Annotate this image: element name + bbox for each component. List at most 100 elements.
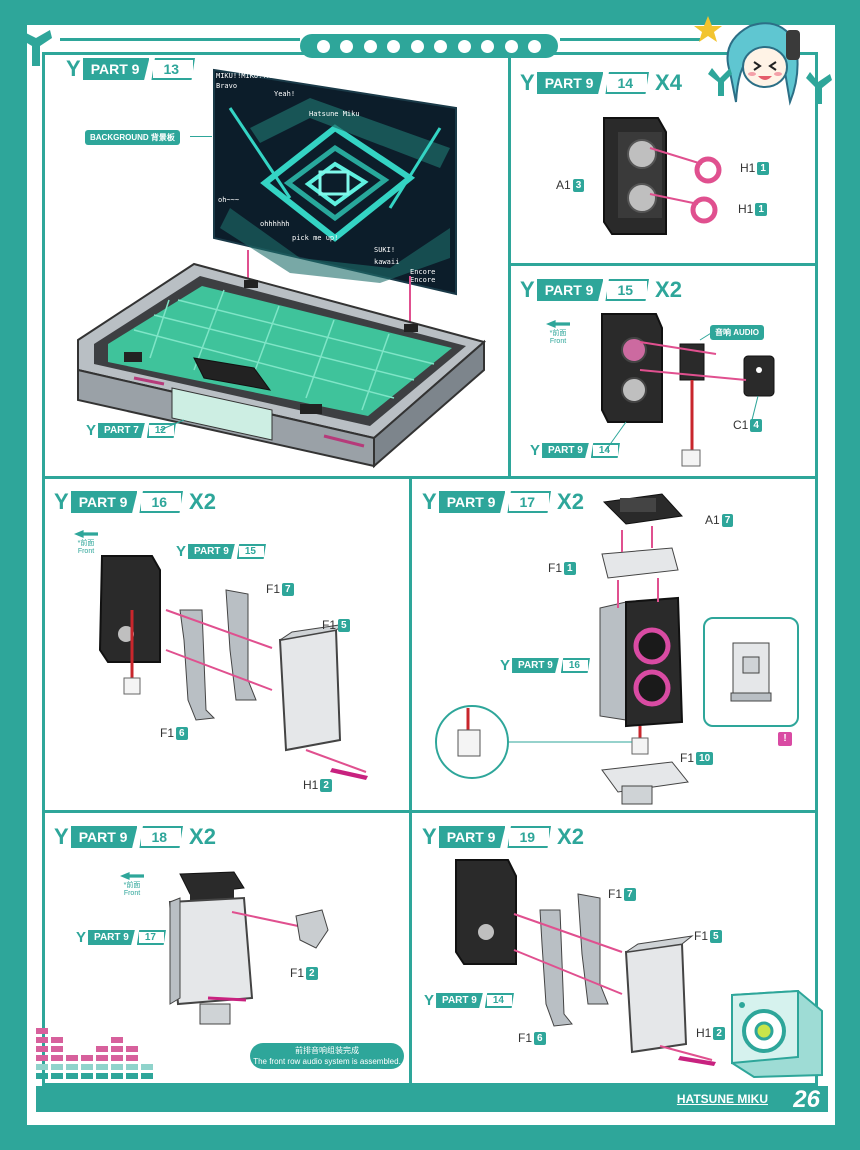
- ref-step-number: 12: [146, 423, 176, 438]
- board-text-layer: MIKU!!MIKU!!MIKU!! Bravo Yeah! Hatsune M…: [214, 70, 454, 284]
- audio-tag: 音响 AUDIO: [710, 325, 764, 340]
- y-logo-icon: Y: [424, 992, 435, 1009]
- part-count: 1: [755, 202, 767, 216]
- step-header-17: Y PART 9 17 X2: [422, 489, 584, 515]
- completion-banner: 前排音响组装完成 The front row audio system is a…: [250, 1043, 404, 1069]
- part-label: PART 9: [82, 58, 150, 80]
- equalizer-row: [36, 1046, 153, 1052]
- board-text: Hatsune Miku: [309, 110, 360, 118]
- equalizer-decoration: [36, 1028, 153, 1034]
- quantity-multiplier: X2: [557, 489, 584, 514]
- board-text: Bravo: [216, 82, 238, 90]
- speaker-box-15-illustration: [601, 313, 775, 467]
- completion-cn: 前排音响组装完成: [295, 1046, 359, 1055]
- step-number: 14: [605, 72, 650, 94]
- part-code: F1: [290, 966, 305, 980]
- ref-part9-16: Y PART 9 16: [500, 658, 590, 673]
- part-count: 3: [572, 178, 585, 192]
- part-code: F1: [694, 929, 709, 943]
- part-label: PART 9: [438, 491, 506, 513]
- board-text: pick me up!: [292, 234, 339, 242]
- y-logo-icon: Y: [54, 824, 69, 849]
- y-logo-icon: Y: [422, 489, 437, 514]
- ref-part-label: PART 7: [98, 423, 145, 438]
- divider-vertical-top: [508, 55, 511, 477]
- part-count: 1: [757, 161, 769, 175]
- step-number: 17: [507, 491, 552, 513]
- warning-icon: !: [778, 732, 792, 746]
- part-count: 10: [696, 751, 714, 765]
- ref-part-label: PART 9: [188, 544, 235, 559]
- board-text: kawaii: [374, 258, 400, 266]
- ref-part-label: PART 9: [88, 930, 135, 945]
- stage-base-illustration: [77, 250, 487, 469]
- step-header-15: Y PART 9 15 X2: [520, 277, 682, 303]
- top-deco-line-right: [560, 38, 700, 41]
- front-arrow-icon: [120, 872, 144, 880]
- ref-step-number: 14: [590, 443, 620, 458]
- speaker-box-14-illustration: [603, 117, 722, 235]
- part-label: PART 9: [70, 491, 138, 513]
- part-code: A1: [556, 178, 571, 192]
- front-cn: *前面: [77, 540, 95, 547]
- ref-part9-14: Y PART 9 14: [530, 443, 620, 458]
- part-count: 6: [176, 726, 188, 740]
- ref-part-label: PART 9: [542, 443, 589, 458]
- part-code: F1: [518, 1031, 533, 1045]
- detail-box: [703, 617, 799, 727]
- front-cn: *前面: [549, 330, 567, 337]
- y-logo-icon: Y: [176, 543, 187, 560]
- part-code: H1: [303, 778, 319, 792]
- ref-part-label: PART 9: [512, 658, 559, 673]
- front-indicator: *前面 Front: [120, 872, 144, 897]
- front-indicator: *前面 Front: [74, 530, 98, 555]
- part-label: PART 9: [536, 72, 604, 94]
- part-code: F1: [608, 887, 623, 901]
- part-count: 7: [721, 513, 734, 527]
- divider-h-2: [42, 810, 818, 813]
- ref-part9-15: Y PART 9 15: [176, 544, 266, 559]
- top-dots-decoration: [300, 34, 558, 58]
- quantity-multiplier: X2: [557, 824, 584, 849]
- part-code: H1: [740, 161, 756, 175]
- y-logo-icon: Y: [54, 489, 69, 514]
- ref-part7-12: Y PART 7 12: [86, 423, 176, 438]
- step-number: 13: [151, 58, 196, 80]
- divider-h-right-1: [508, 263, 818, 266]
- board-text: oh~~~: [218, 196, 240, 204]
- front-cn: *前面: [123, 882, 141, 889]
- part-count: 2: [320, 778, 332, 792]
- part-label: PART 9: [438, 826, 506, 848]
- equalizer-row: [36, 1055, 153, 1061]
- board-text: MIKU!!MIKU!!MIKU!!: [216, 72, 292, 80]
- quantity-multiplier: X2: [655, 277, 682, 302]
- part-code: F1: [322, 618, 337, 632]
- ref-part9-14-b: Y PART 9 14: [424, 993, 514, 1008]
- y-logo-icon: Y: [500, 657, 511, 674]
- y-logo-icon: Y: [76, 929, 87, 946]
- part-count: 2: [713, 1026, 725, 1040]
- ref-step-number: 14: [484, 993, 514, 1008]
- part-code: C1: [733, 418, 749, 432]
- miku-chibi-icon: [694, 16, 832, 106]
- background-board-illustration: [213, 68, 457, 296]
- part-code: F1: [266, 582, 281, 596]
- assembly-16-illustration: [98, 555, 368, 780]
- footer-bar: HATSUNE MIKU 26: [36, 1086, 828, 1113]
- equalizer-row: [36, 1064, 153, 1070]
- page-number: 26: [793, 1086, 820, 1113]
- front-arrow-icon: [546, 320, 570, 328]
- divider-h-1: [42, 476, 818, 479]
- front-en: Front: [77, 547, 95, 555]
- part-code: A1: [705, 513, 720, 527]
- step-header-18: Y PART 9 18 X2: [54, 824, 216, 850]
- equalizer-row: [36, 1073, 153, 1079]
- y-logo-icon: Y: [422, 824, 437, 849]
- detail-part-illustration: [730, 642, 772, 702]
